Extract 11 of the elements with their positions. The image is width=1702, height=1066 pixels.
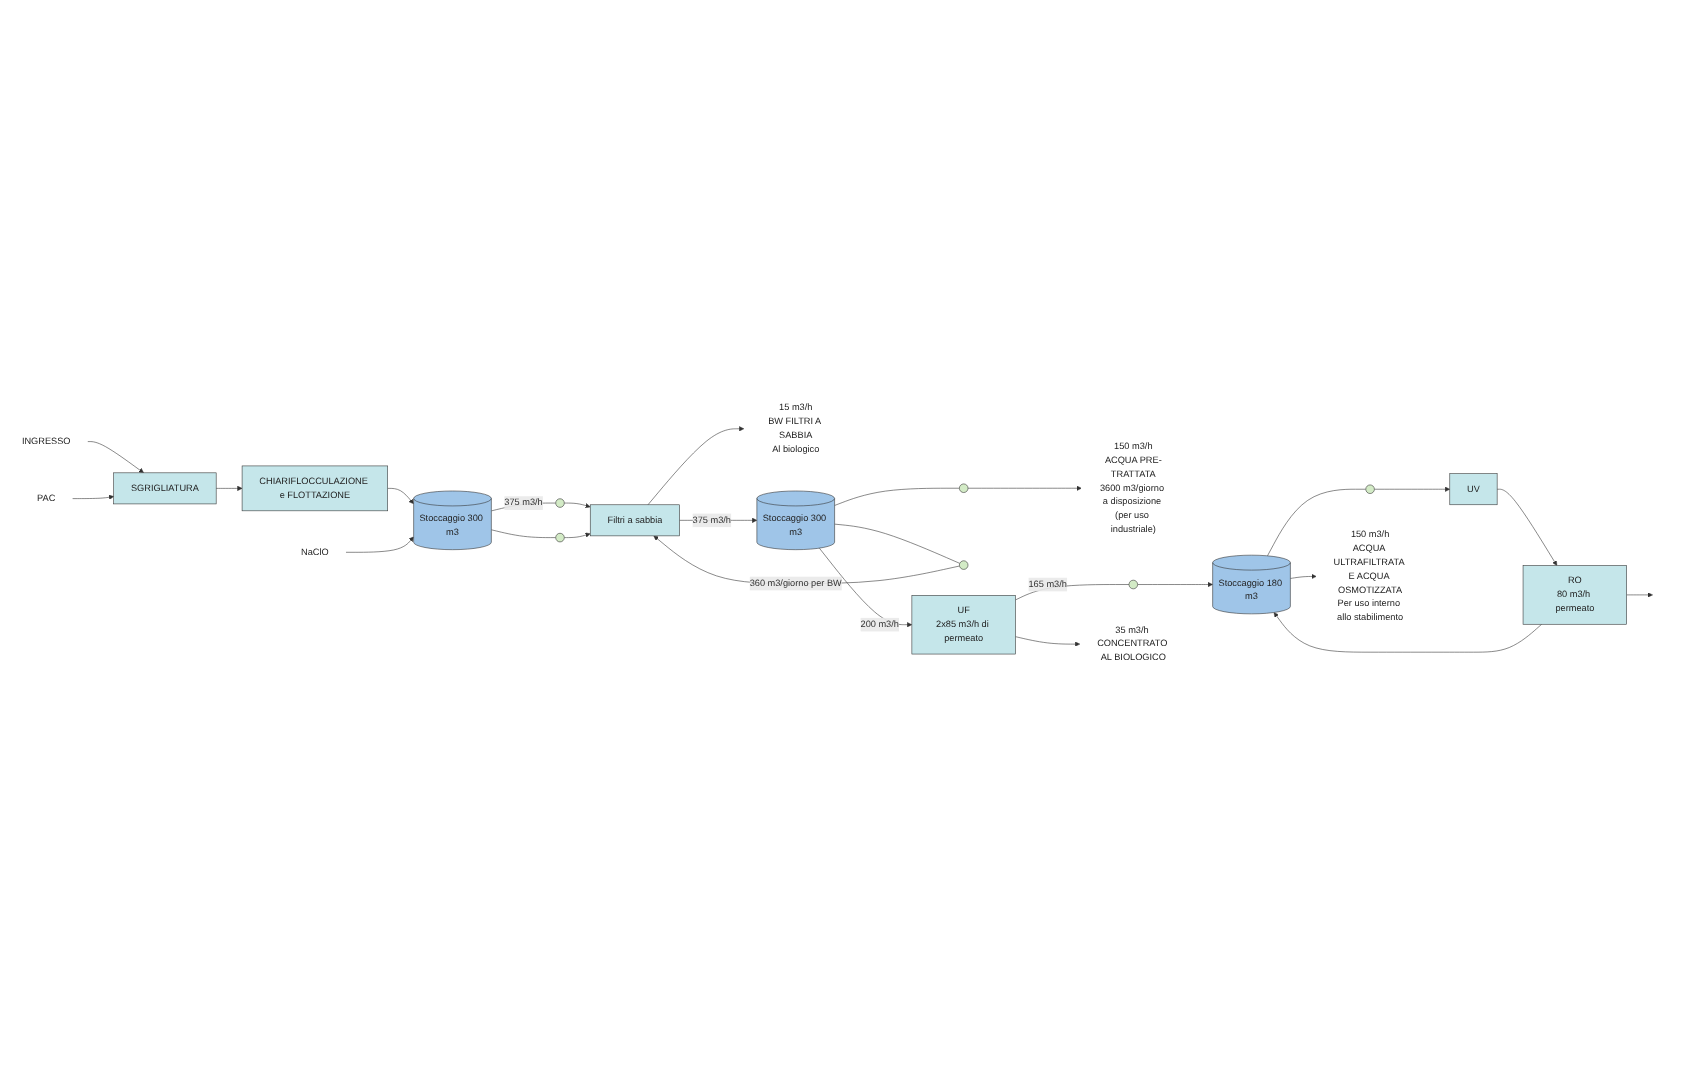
node-circle xyxy=(959,560,969,570)
node-circle xyxy=(959,483,969,493)
connector xyxy=(491,529,556,538)
node-circle xyxy=(1365,484,1375,494)
connector xyxy=(834,487,960,506)
node-circle xyxy=(1128,579,1138,590)
connector xyxy=(834,523,961,564)
connector xyxy=(1015,584,1130,601)
node-circle xyxy=(555,533,565,543)
node-circle xyxy=(555,498,565,508)
connector xyxy=(1267,488,1367,557)
